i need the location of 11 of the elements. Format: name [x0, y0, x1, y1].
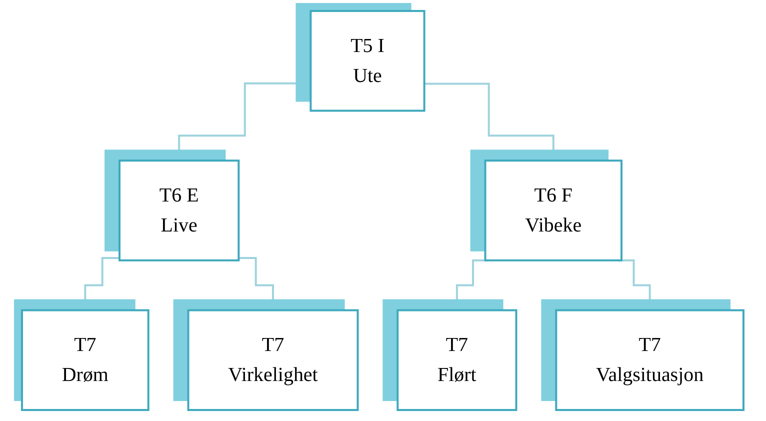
node-box: T7 Flørt: [396, 309, 518, 411]
connector: [238, 256, 274, 312]
connector: [424, 82, 555, 162]
connector: [84, 256, 120, 312]
connector: [178, 82, 311, 162]
node-box: T7 Valgsituasjon: [555, 309, 745, 411]
node-box: T7 Drøm: [21, 309, 150, 411]
node-box: T6 E Live: [118, 160, 240, 262]
node-box: T6 F Vibeke: [484, 160, 623, 262]
node-box: T5 I Ute: [310, 10, 426, 112]
node-box: T7 Virkelighet: [188, 309, 359, 411]
